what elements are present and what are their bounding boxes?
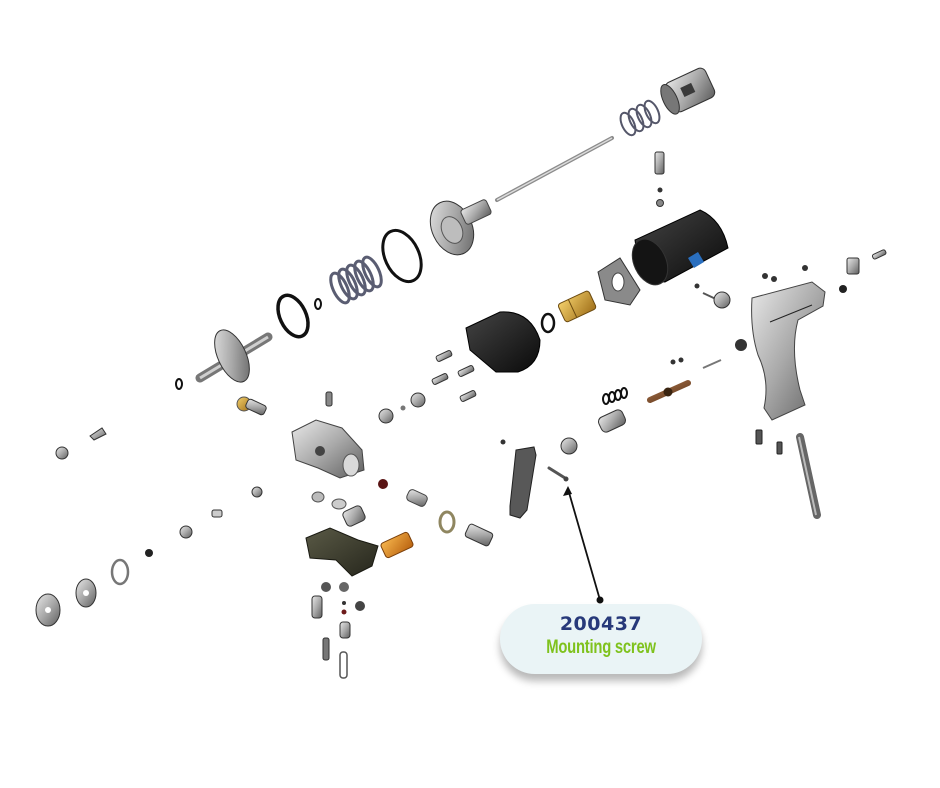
piston-head: [429, 199, 492, 256]
small-o-ring: [314, 298, 322, 310]
fitting-o-ring: [540, 312, 556, 334]
fluid-screw: [464, 523, 494, 547]
hex-nut-fittings: [378, 392, 426, 424]
part-description: Mounting screw: [546, 637, 656, 658]
discs: [311, 491, 347, 510]
valve-knob: [694, 283, 731, 309]
fluid-fitting: [342, 505, 366, 527]
air-inlet-tube: [796, 433, 821, 519]
air-piston: [195, 329, 273, 383]
piston-spring: [329, 255, 383, 305]
fluid-housing: [291, 419, 365, 479]
valve-stem: [647, 357, 722, 403]
large-o-ring: [381, 228, 423, 284]
rear-cap: [660, 67, 716, 115]
housing-screw-top: [654, 151, 665, 207]
black-manifold: [465, 311, 541, 373]
front-seals: [35, 427, 263, 627]
needle-rod: [495, 136, 614, 202]
orange-fitting: [380, 531, 414, 559]
o-ring: [276, 293, 310, 339]
set-screw: [325, 391, 333, 407]
valve-nut: [560, 437, 578, 455]
valve-o-rings: [602, 387, 628, 405]
seal-washer: [438, 510, 456, 534]
piston-o-ring: [175, 378, 183, 390]
leader-line: [563, 486, 604, 604]
yoke-bracket: [305, 527, 379, 577]
cap-screws: [431, 350, 477, 402]
lower-valve-parts: [311, 582, 365, 679]
handle-screws-bottom: [755, 429, 783, 455]
valve-spring-cage: [597, 409, 627, 433]
part-callout: 200437 Mounting screw: [500, 604, 702, 674]
check-valve-red: [378, 479, 428, 507]
gun-handle: [751, 281, 826, 421]
rear-spring: [619, 99, 661, 137]
mounting-screw: [547, 466, 569, 482]
cylinder-gasket: [597, 257, 641, 306]
brass-fitting: [557, 290, 597, 323]
part-number: 200437: [559, 613, 643, 635]
nozzle-adapter: [236, 396, 267, 416]
handle-small-parts: [735, 249, 887, 351]
trigger: [500, 439, 537, 519]
cylinder-housing: [631, 209, 729, 286]
